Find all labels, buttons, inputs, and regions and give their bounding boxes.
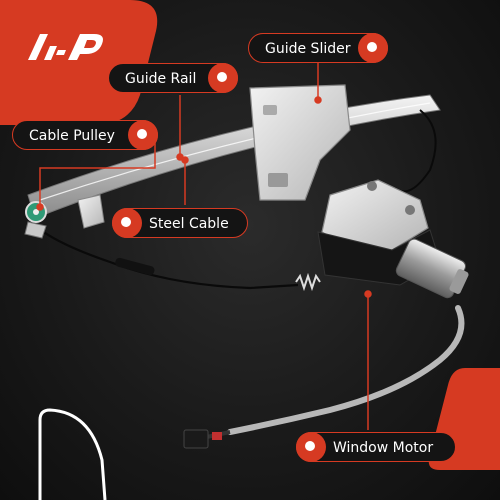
callout-marker-icon <box>208 63 238 93</box>
callout-marker-icon <box>296 432 326 462</box>
callout-marker-icon <box>128 120 158 150</box>
brand-logo-icon <box>28 34 103 60</box>
window-motor <box>395 238 469 299</box>
callout-marker-icon <box>358 33 388 63</box>
callout-steel-cable: Steel Cable <box>112 208 248 238</box>
decorative-arc <box>38 408 107 500</box>
callout-window-motor: Window Motor <box>296 432 456 462</box>
callout-cable-pulley: Cable Pulley <box>12 120 158 150</box>
callout-marker-icon <box>112 208 142 238</box>
callout-guide-slider: Guide Slider <box>248 33 388 63</box>
callout-guide-rail: Guide Rail <box>108 63 238 93</box>
callout-label: Steel Cable <box>149 216 229 232</box>
harness-connector <box>183 429 209 449</box>
corner-shape-top-left <box>0 0 158 125</box>
rail-bracket <box>77 194 105 229</box>
callout-label: Cable Pulley <box>29 128 115 144</box>
brand-logo <box>10 22 110 72</box>
callout-label: Guide Slider <box>265 41 351 57</box>
motor-harness <box>227 305 465 435</box>
guide-slider <box>249 84 351 201</box>
callout-label: Guide Rail <box>125 71 197 87</box>
callout-label: Window Motor <box>333 440 434 456</box>
